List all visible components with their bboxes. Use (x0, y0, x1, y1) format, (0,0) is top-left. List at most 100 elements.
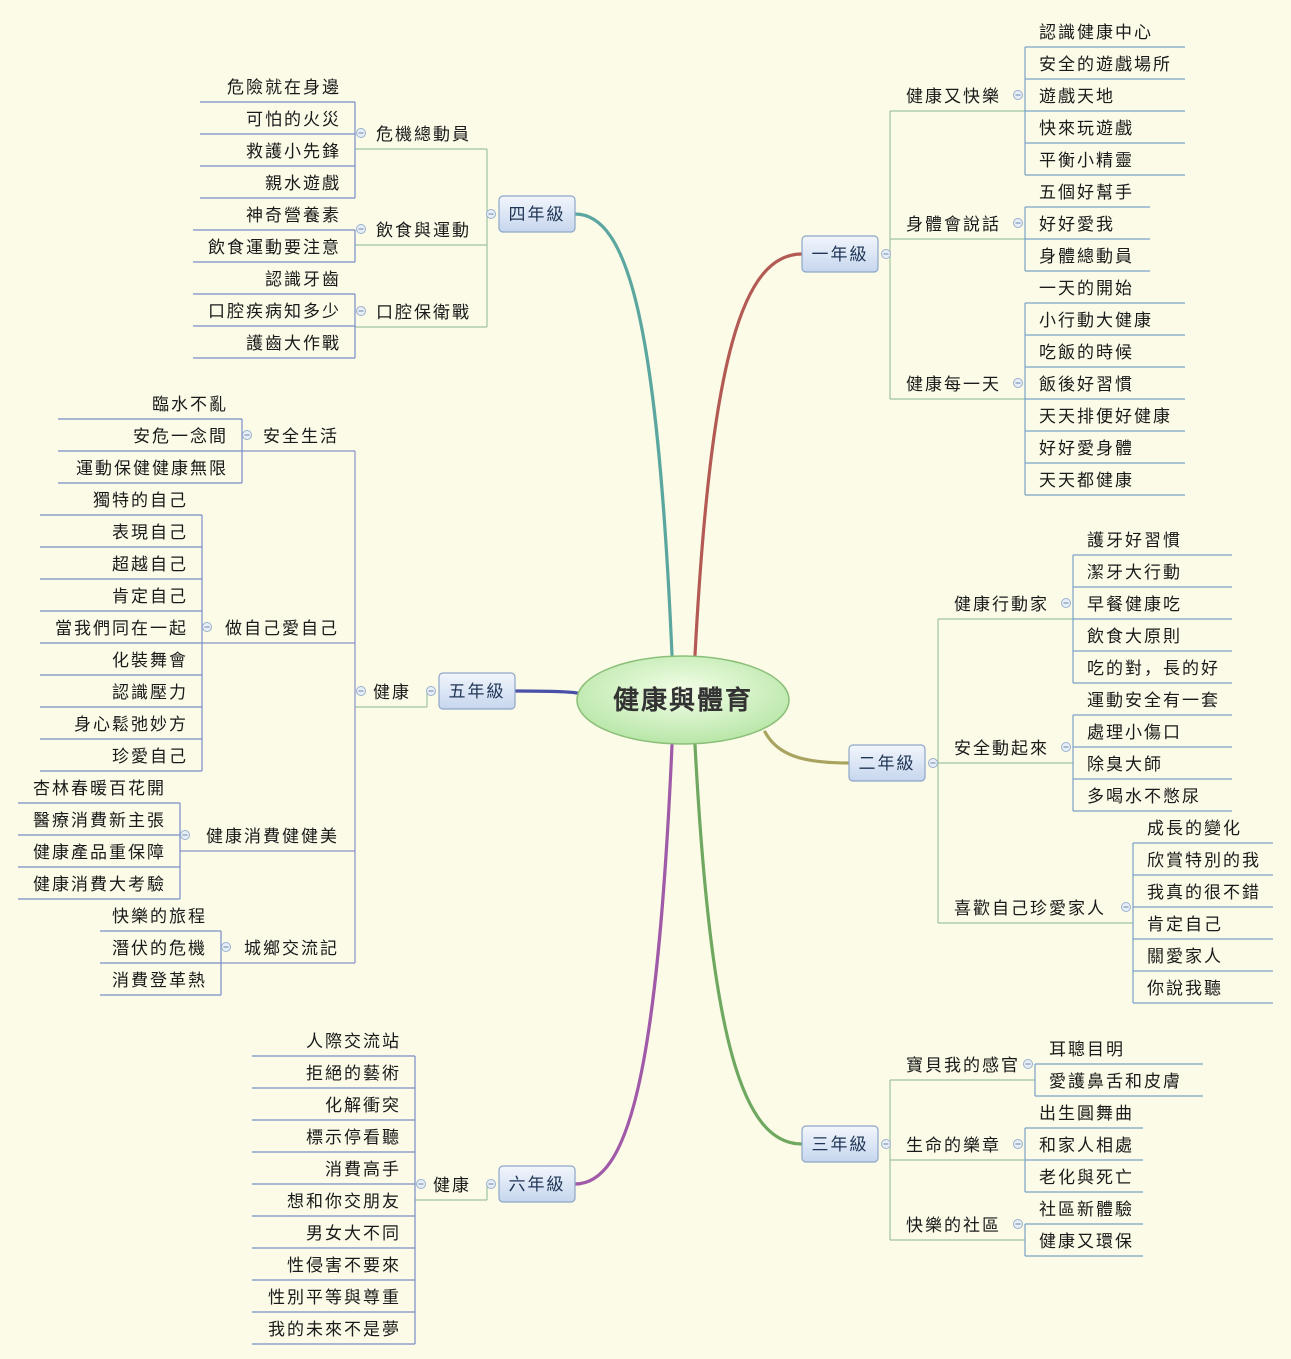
leaf-label[interactable]: 處理小傷口 (1087, 723, 1182, 743)
leaf-label[interactable]: 神奇營養素 (246, 206, 341, 226)
leaf-node[interactable]: 處理小傷口 (1087, 723, 1182, 743)
topic-label[interactable]: 身體會說話 (906, 215, 1001, 235)
leaf-label[interactable]: 平衡小精靈 (1039, 151, 1134, 171)
leaf-label[interactable]: 五個好幫手 (1039, 183, 1134, 203)
leaf-label[interactable]: 認識健康中心 (1039, 23, 1153, 43)
leaf-label[interactable]: 好好愛身體 (1039, 439, 1134, 459)
subtopic-label[interactable]: 做自己愛自己 (225, 619, 339, 639)
leaf-label[interactable]: 社區新體驗 (1039, 1200, 1134, 1220)
leaf-label[interactable]: 吃飯的時候 (1039, 343, 1134, 363)
leaf-node[interactable]: 護齒大作戰 (246, 334, 341, 354)
leaf-node[interactable]: 拒絕的藝術 (306, 1064, 401, 1084)
topic-node[interactable]: 健康每一天一天的開始小行動大健康吃飯的時候飯後好習慣天天排便好健康好好愛身體天天… (906, 279, 1172, 491)
leaf-label[interactable]: 可怕的火災 (246, 110, 341, 130)
leaf-node[interactable]: 除臭大師 (1087, 755, 1163, 775)
leaf-node[interactable]: 健康又環保 (1039, 1232, 1134, 1252)
leaf-label[interactable]: 化裝舞會 (112, 651, 188, 671)
leaf-node[interactable]: 快來玩遊戲 (1039, 119, 1134, 139)
leaf-node[interactable]: 想和你交朋友 (287, 1192, 401, 1212)
leaf-label[interactable]: 親水遊戲 (265, 174, 341, 194)
collapse-toggle-icon[interactable] (1013, 378, 1023, 388)
leaf-node[interactable]: 人際交流站 (306, 1032, 401, 1052)
collapse-toggle-icon[interactable] (1013, 1219, 1023, 1229)
leaf-node[interactable]: 身心鬆弛妙方 (74, 714, 188, 735)
leaf-node[interactable]: 身體總動員 (1039, 247, 1134, 267)
leaf-label[interactable]: 消費高手 (325, 1160, 401, 1180)
leaf-node[interactable]: 潛伏的危機 (112, 939, 207, 959)
grade-node-g6[interactable]: 六年級 (486, 1165, 576, 1203)
leaf-node[interactable]: 親水遊戲 (265, 174, 341, 194)
leaf-node[interactable]: 小行動大健康 (1039, 311, 1153, 331)
leaf-node[interactable]: 消費登革熱 (112, 971, 207, 991)
leaf-node[interactable]: 當我們同在一起 (55, 619, 188, 639)
leaf-label[interactable]: 耳聰目明 (1049, 1040, 1125, 1060)
leaf-node[interactable]: 天天都健康 (1039, 471, 1134, 491)
leaf-node[interactable]: 可怕的火災 (246, 110, 341, 130)
leaf-label[interactable]: 和家人相處 (1039, 1136, 1134, 1156)
leaf-label[interactable]: 成長的變化 (1147, 819, 1242, 839)
leaf-label[interactable]: 飲食大原則 (1087, 627, 1182, 647)
leaf-node[interactable]: 五個好幫手 (1039, 183, 1134, 203)
leaf-node[interactable]: 神奇營養素 (246, 206, 341, 226)
leaf-label[interactable]: 認識牙齒 (265, 270, 341, 290)
leaf-node[interactable]: 運動安全有一套 (1087, 691, 1220, 711)
leaf-node[interactable]: 成長的變化 (1147, 819, 1242, 839)
leaf-label[interactable]: 醫療消費新主張 (33, 811, 166, 831)
leaf-node[interactable]: 肯定自己 (112, 587, 188, 607)
collapse-toggle-icon[interactable] (356, 306, 366, 316)
leaf-node[interactable]: 我真的很不錯 (1147, 883, 1261, 903)
leaf-label[interactable]: 身體總動員 (1039, 247, 1134, 267)
leaf-node[interactable]: 關愛家人 (1147, 947, 1223, 967)
collapse-toggle-icon[interactable] (1121, 902, 1131, 912)
topic-node[interactable]: 健康 (356, 683, 412, 703)
leaf-label[interactable]: 我的未來不是夢 (268, 1320, 401, 1340)
leaf-node[interactable]: 和家人相處 (1039, 1136, 1134, 1156)
grade-node-g1[interactable]: 一年級 (801, 235, 891, 273)
topic-label[interactable]: 喜歡自己珍愛家人 (954, 899, 1106, 919)
leaf-node[interactable]: 口腔疾病知多少 (208, 302, 341, 322)
leaf-node[interactable]: 認識牙齒 (265, 270, 341, 290)
leaf-label[interactable]: 救護小先鋒 (246, 142, 341, 162)
leaf-label[interactable]: 飯後好習慣 (1039, 375, 1134, 395)
leaf-label[interactable]: 獨特的自己 (93, 491, 188, 511)
leaf-node[interactable]: 獨特的自己 (93, 491, 188, 511)
leaf-node[interactable]: 出生圓舞曲 (1039, 1104, 1134, 1124)
leaf-node[interactable]: 欣賞特別的我 (1147, 851, 1261, 871)
leaf-node[interactable]: 老化與死亡 (1039, 1168, 1134, 1188)
leaf-label[interactable]: 表現自己 (112, 523, 188, 543)
subtopic-label[interactable]: 城鄉交流記 (244, 939, 339, 959)
leaf-label[interactable]: 危險就在身邊 (227, 78, 341, 98)
grade-label[interactable]: 二年級 (859, 754, 916, 774)
topic-node[interactable]: 健康人際交流站拒絕的藝術化解衝突標示停看聽消費高手想和你交朋友男女大不同性侵害不… (268, 1032, 471, 1340)
leaf-node[interactable]: 消費高手 (325, 1160, 401, 1180)
leaf-node[interactable]: 醫療消費新主張 (33, 811, 166, 831)
leaf-label[interactable]: 肯定自己 (112, 587, 188, 607)
leaf-node[interactable]: 肯定自己 (1147, 915, 1223, 935)
collapse-toggle-icon[interactable] (416, 1179, 426, 1189)
topic-label[interactable]: 健康 (433, 1176, 471, 1196)
leaf-node[interactable]: 超越自己 (112, 555, 188, 575)
leaf-label[interactable]: 護牙好習慣 (1087, 531, 1182, 551)
leaf-label[interactable]: 消費登革熱 (112, 971, 207, 991)
leaf-label[interactable]: 當我們同在一起 (55, 619, 188, 639)
leaf-label[interactable]: 拒絕的藝術 (306, 1064, 401, 1084)
topic-label[interactable]: 快樂的社區 (906, 1216, 1001, 1236)
grade-label[interactable]: 一年級 (812, 245, 869, 265)
leaf-label[interactable]: 欣賞特別的我 (1147, 851, 1261, 871)
leaf-label[interactable]: 護齒大作戰 (246, 334, 341, 354)
collapse-toggle-icon[interactable] (881, 1139, 891, 1149)
leaf-label[interactable]: 健康產品重保障 (33, 843, 166, 863)
leaf-label[interactable]: 潔牙大行動 (1087, 563, 1182, 583)
collapse-toggle-icon[interactable] (221, 942, 231, 952)
leaf-node[interactable]: 男女大不同 (306, 1224, 401, 1244)
leaf-label[interactable]: 早餐健康吃 (1087, 595, 1182, 615)
leaf-label[interactable]: 關愛家人 (1147, 947, 1223, 967)
